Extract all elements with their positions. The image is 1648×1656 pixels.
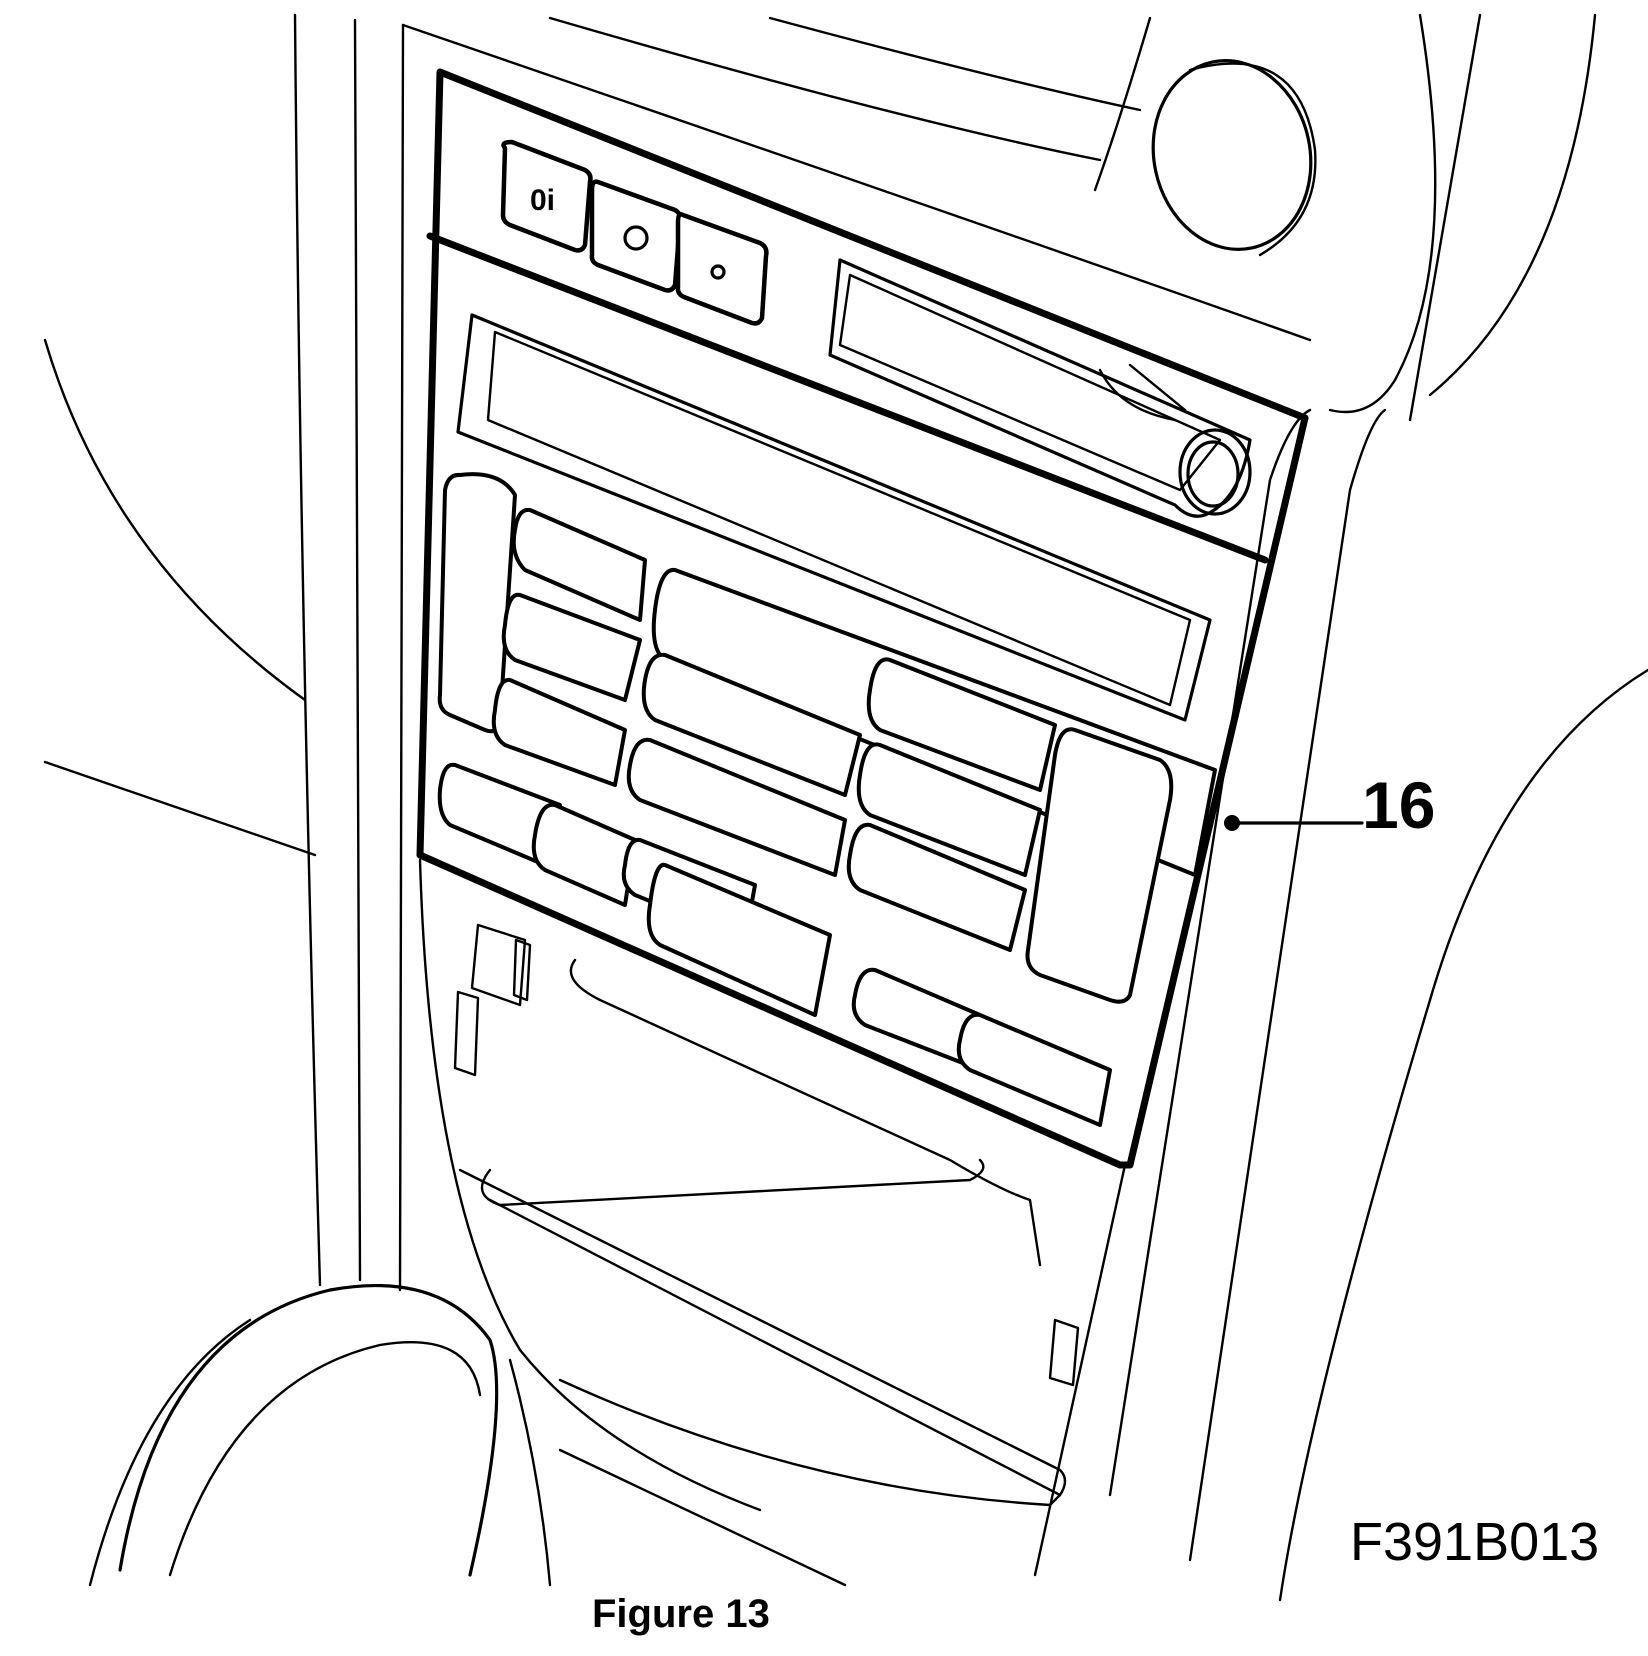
console-base-right bbox=[1033, 1163, 1127, 1577]
eject-button-inner bbox=[1186, 440, 1240, 508]
key-left-tall[interactable] bbox=[437, 472, 517, 734]
dash-top-line-2 bbox=[548, 16, 1102, 162]
eject-button-outer[interactable] bbox=[1178, 428, 1252, 516]
gear-knob-inner bbox=[168, 1341, 482, 1577]
figure-code-label: F391B013 bbox=[1350, 1512, 1600, 1572]
key-row3-col1[interactable] bbox=[491, 677, 627, 787]
info-icon: 0i bbox=[530, 184, 555, 217]
lower-panel-slot-left bbox=[453, 990, 480, 1077]
lower-panel-tab-2 bbox=[512, 938, 532, 1002]
round-knob-outer bbox=[1151, 59, 1313, 251]
indicator-icon bbox=[710, 264, 726, 280]
key-row4-col1-left[interactable] bbox=[437, 762, 562, 867]
console-bottom-edge bbox=[558, 1378, 1052, 1507]
key-row1-col1[interactable] bbox=[511, 507, 647, 622]
key-row5-col3-right[interactable] bbox=[956, 1012, 1112, 1127]
button-middle[interactable] bbox=[589, 179, 683, 293]
key-row3-col3[interactable] bbox=[856, 742, 1042, 877]
key-row5-col2[interactable] bbox=[646, 862, 832, 1017]
display-window bbox=[486, 330, 1192, 707]
console-front-curve bbox=[418, 858, 762, 1512]
dash-far-right-curve bbox=[1428, 13, 1597, 397]
hazard-icon bbox=[623, 225, 649, 251]
cassette-slot-outer bbox=[828, 258, 1252, 518]
lower-tray-lip bbox=[480, 1158, 985, 1207]
floor-line-bottom bbox=[558, 1448, 847, 1587]
eject-slot-line bbox=[1098, 368, 1177, 422]
button-left[interactable] bbox=[500, 139, 593, 253]
dash-vertical-fold bbox=[1093, 16, 1152, 192]
gear-boot-line bbox=[508, 1358, 552, 1587]
console-left-edge-inner bbox=[398, 23, 405, 1292]
dash-top-line-3 bbox=[768, 16, 1142, 112]
key-row3-col2[interactable] bbox=[626, 737, 847, 877]
console-right-edge-1 bbox=[1108, 408, 1312, 1497]
console-right-edge-2 bbox=[1188, 408, 1387, 1562]
lower-panel-slot-right bbox=[1048, 1318, 1080, 1387]
gear-knob-shadow bbox=[88, 1318, 252, 1587]
dash-right-curve bbox=[1328, 13, 1437, 414]
callout-number-label: 16 bbox=[1362, 768, 1436, 842]
control-keys bbox=[437, 472, 1217, 1127]
cassette-slot-inner bbox=[838, 273, 1222, 492]
top-button-group: 0i bbox=[500, 139, 769, 326]
key-row2-col1[interactable] bbox=[501, 592, 642, 702]
key-right-tall[interactable] bbox=[1025, 727, 1174, 1004]
bezel-top-divider bbox=[426, 232, 1269, 564]
key-row2-col2[interactable] bbox=[641, 652, 862, 797]
lower-tray-bottom bbox=[488, 1198, 1062, 1497]
lower-panel-tab-1 bbox=[470, 923, 527, 1007]
key-row5-col3-left[interactable] bbox=[851, 967, 982, 1067]
figure-caption: Figure 13 bbox=[592, 1592, 770, 1636]
gear-knob-outer bbox=[118, 1283, 499, 1577]
eject-slot-line-2 bbox=[1128, 363, 1187, 412]
dash-top-line-1 bbox=[401, 23, 1312, 342]
key-row4-col1-right[interactable] bbox=[531, 802, 637, 907]
display-frame bbox=[456, 313, 1212, 722]
console-right-edge-3 bbox=[1408, 13, 1482, 422]
left-seat-curve bbox=[43, 338, 307, 702]
right-seat-curve bbox=[1278, 668, 1648, 1602]
console-left-edge-mid bbox=[353, 18, 362, 1282]
key-row4-col3[interactable] bbox=[846, 822, 1027, 952]
console-left-edge-outer bbox=[293, 13, 322, 1287]
key-row2-col3[interactable] bbox=[866, 657, 1057, 792]
round-knob-rim bbox=[1188, 62, 1317, 257]
left-floor-line bbox=[43, 760, 317, 857]
lower-tray-top bbox=[569, 958, 1042, 1267]
